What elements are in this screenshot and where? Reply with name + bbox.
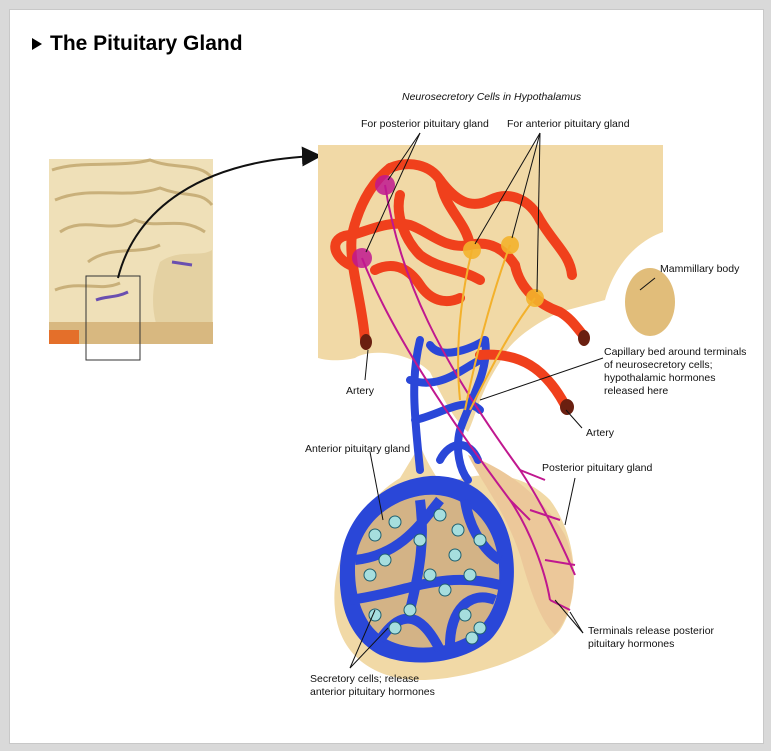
label-artery-right: Artery [586, 427, 615, 439]
label-secretory-2: anterior pituitary hormones [310, 686, 435, 698]
label-artery-left: Artery [346, 385, 375, 397]
label-posterior-gland: Posterior pituitary gland [542, 462, 652, 474]
pituitary-gland [334, 445, 574, 680]
label-terminals-2: pituitary hormones [588, 638, 674, 650]
label-mammillary-body: Mammillary body [660, 263, 740, 275]
label-for-posterior: For posterior pituitary gland [361, 118, 489, 130]
label-secretory-1: Secretory cells; release [310, 673, 419, 685]
label-hypothalamus: Neurosecretory Cells in Hypothalamus [402, 91, 582, 103]
label-terminals-1: Terminals release posterior [588, 625, 715, 637]
label-capillary-1: Capillary bed around terminals [604, 346, 746, 358]
brain-inset [49, 159, 213, 360]
label-for-anterior: For anterior pituitary gland [507, 118, 630, 130]
label-anterior-gland: Anterior pituitary gland [305, 443, 410, 455]
label-capillary-3: hypothalamic hormones [604, 372, 715, 384]
label-capillary-4: released here [604, 385, 668, 397]
mammillary-body-shape [625, 268, 675, 336]
label-capillary-2: of neurosecretory cells; [604, 359, 713, 371]
